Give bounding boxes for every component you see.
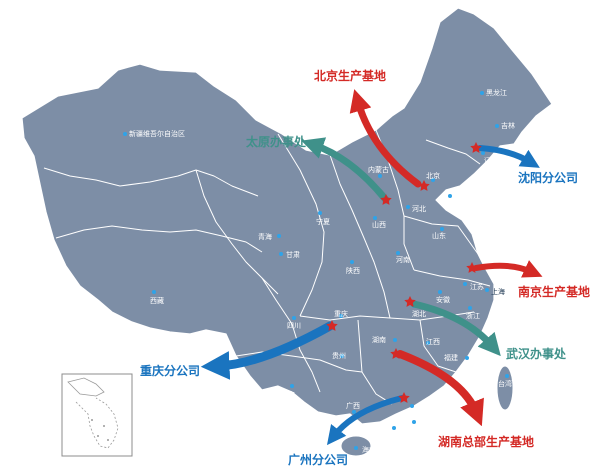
marker-hongkong: 香港 xyxy=(412,417,433,426)
marker-shanghai: 上海 xyxy=(485,287,505,296)
marker-neimenggu: 内蒙古 xyxy=(368,165,389,178)
label-hainan: 海南 xyxy=(362,445,376,454)
marker-anhui: 安徽 xyxy=(436,290,450,304)
label-anhui: 安徽 xyxy=(436,295,450,304)
marker-jiangsu: 江苏 xyxy=(463,282,484,291)
marker-xinjiang: 新疆维吾尔自治区 xyxy=(123,129,185,138)
marker-shandong: 山东 xyxy=(432,227,446,240)
marker-shaanxi: 陕西 xyxy=(346,260,360,275)
marker-zhejiang: 浙江 xyxy=(466,306,480,320)
marker-guangdong: 广东 xyxy=(406,404,420,416)
marker-liaoning: 辽宁 xyxy=(481,151,498,165)
label-wuhan-office: 武汉办事处 xyxy=(506,346,567,361)
label-taiwan: 台湾 xyxy=(498,379,512,388)
arrow-shenyang-branch xyxy=(477,145,540,168)
marker-fujian: 福建 xyxy=(444,353,469,362)
label-shanxi: 山西 xyxy=(372,220,386,229)
label-guangdong: 广东 xyxy=(406,407,420,416)
label-nanjing-base: 南京生产基地 xyxy=(518,284,590,299)
label-xizang: 西藏 xyxy=(150,296,164,305)
label-guizhou: 贵州 xyxy=(332,351,346,360)
label-shenyang-branch: 沈阳分公司 xyxy=(518,170,578,185)
label-shanghai: 上海 xyxy=(491,287,505,296)
marker-taiwan: 台湾 xyxy=(498,374,512,388)
taiwan-island xyxy=(496,365,514,411)
office-arrows xyxy=(200,89,543,446)
arrow-wuhan-office xyxy=(410,300,501,357)
label-chongqing: 重庆 xyxy=(334,309,348,318)
label-hunan-hq: 湖南总部生产基地 xyxy=(438,434,534,449)
china-mainland xyxy=(21,7,553,425)
label-hebei: 河北 xyxy=(412,205,426,213)
label-jiangxi: 江西 xyxy=(426,338,440,346)
marker-chongqing: 重庆 xyxy=(334,309,348,318)
label-gansu: 甘肃 xyxy=(286,250,300,259)
label-tianjin: 天津 xyxy=(454,193,468,201)
marker-qinghai: 青海 xyxy=(258,232,281,241)
arrow-nanjing-base xyxy=(473,260,543,278)
marker-henan: 河南 xyxy=(396,251,410,264)
label-beijing: 北京 xyxy=(426,171,440,180)
label-fujian: 福建 xyxy=(444,353,458,362)
label-xinjiang: 新疆维吾尔自治区 xyxy=(129,129,185,138)
marker-sichuan: 四川 xyxy=(287,316,301,330)
label-yunnan: 云南 xyxy=(281,390,295,399)
marker-shanxi: 山西 xyxy=(372,216,386,229)
label-jilin: 吉林 xyxy=(501,121,515,130)
marker-hunan: 湖南 xyxy=(372,335,397,344)
marker-yunnan: 云南 xyxy=(281,384,295,399)
south-china-sea-inset xyxy=(61,373,133,457)
arrow-guangzhou-branch xyxy=(326,395,405,446)
marker-jiangxi: 江西 xyxy=(426,338,440,346)
label-hubei: 湖北 xyxy=(412,309,426,318)
province-markers: 新疆维吾尔自治区 西藏 青海 甘肃 宁夏 内蒙古 黑龙江 吉林 辽宁 北京 天津… xyxy=(123,88,515,454)
label-macau: 澳门 xyxy=(384,430,398,439)
label-zhejiang: 浙江 xyxy=(466,311,480,320)
label-guangxi: 广西 xyxy=(346,401,360,410)
marker-beijing: 北京 xyxy=(426,171,440,182)
arrow-taiyuan-office xyxy=(301,137,390,204)
marker-heilongjiang: 黑龙江 xyxy=(480,88,507,97)
label-hunan: 湖南 xyxy=(372,335,386,344)
label-sichuan: 四川 xyxy=(287,322,301,330)
marker-guizhou: 贵州 xyxy=(332,351,346,360)
marker-ningxia: 宁夏 xyxy=(316,211,330,226)
marker-gansu: 甘肃 xyxy=(279,250,300,259)
label-hongkong: 香港 xyxy=(419,417,433,426)
label-liaoning: 辽宁 xyxy=(484,156,498,165)
label-ningxia: 宁夏 xyxy=(316,217,330,226)
marker-guangxi: 广西 xyxy=(346,401,360,414)
label-shaanxi: 陕西 xyxy=(346,266,360,275)
arrow-beijing-base xyxy=(349,89,422,188)
marker-macau: 澳门 xyxy=(384,426,398,439)
label-taiyuan-office: 太原办事处 xyxy=(246,134,307,149)
label-beijing-base: 北京生产基地 xyxy=(314,68,386,83)
marker-xizang: 西藏 xyxy=(150,290,164,305)
label-qinghai: 青海 xyxy=(258,232,272,241)
label-neimenggu: 内蒙古 xyxy=(368,165,389,174)
label-heilongjiang: 黑龙江 xyxy=(486,88,507,97)
marker-tianjin: 天津 xyxy=(448,193,468,201)
marker-hainan: 海南 xyxy=(354,445,376,454)
office-labels: 北京生产基地 太原办事处 沈阳分公司 南京生产基地 武汉办事处 重庆分公司 湖南… xyxy=(140,68,590,467)
marker-hebei: 河北 xyxy=(406,205,426,213)
label-chongqing-branch: 重庆分公司 xyxy=(140,363,200,378)
label-jiangsu: 江苏 xyxy=(470,282,484,291)
label-shandong: 山东 xyxy=(432,231,446,240)
label-henan: 河南 xyxy=(396,255,410,264)
marker-jilin: 吉林 xyxy=(495,121,515,130)
arrow-chongqing-branch xyxy=(200,321,335,380)
arrow-hunan-hq xyxy=(396,350,484,427)
label-guangzhou-branch: 广州分公司 xyxy=(288,452,348,467)
